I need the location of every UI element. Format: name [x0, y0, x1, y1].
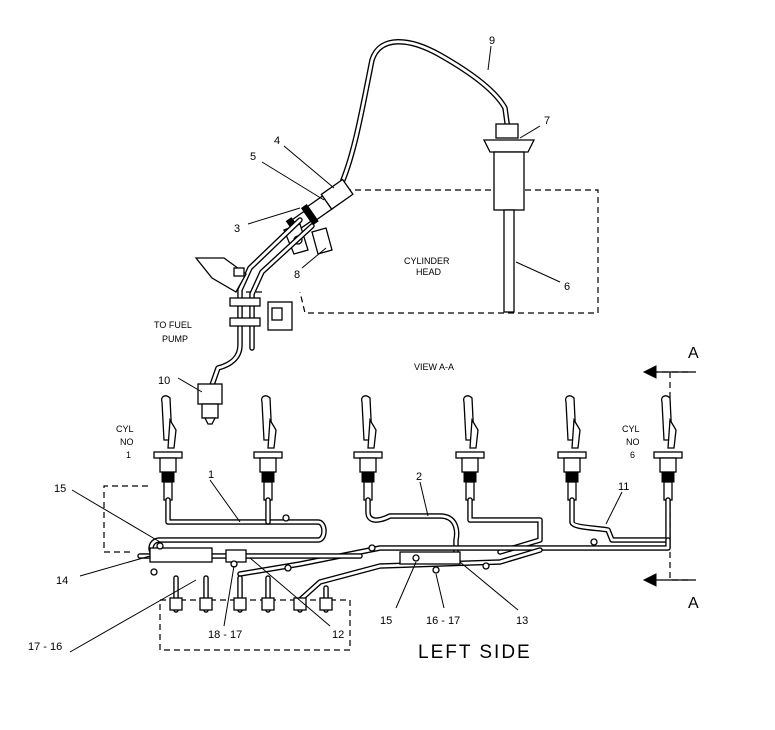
callout-labels: 9 7 4 5 3 8 6 10 1 2 11 15 14 17 - 16 18…	[28, 35, 629, 653]
bolt-15b	[412, 554, 420, 562]
to-fuel-pump-label-line1: TO FUEL	[154, 320, 192, 330]
section-a-bottom-label: A	[688, 595, 699, 612]
bracket-clamp-a	[229, 297, 261, 307]
bolt-c	[482, 562, 490, 570]
cyl-1-label-line3: 1	[126, 450, 131, 460]
cyl-6-label-line1: CYL	[622, 424, 640, 434]
callout-15-right: 15	[380, 615, 392, 627]
adapter-7-body	[493, 151, 525, 211]
injector-cyl-6	[653, 395, 683, 501]
callout-9: 9	[489, 35, 495, 47]
section-arrow-bottom-head	[642, 573, 657, 587]
leader-lines	[69, 45, 623, 653]
bolt-17	[150, 568, 158, 576]
fuel-line-9-inner	[341, 40, 510, 182]
callout-1: 1	[208, 469, 214, 481]
main-line-upper-inner	[238, 538, 670, 576]
fitting-10-body	[197, 383, 223, 405]
cylinder-head-label-line2: HEAD	[416, 267, 442, 277]
view-aa-drawing	[194, 39, 599, 425]
callout-6: 6	[564, 281, 570, 293]
clamp-block-12	[225, 549, 247, 563]
bolt-d	[590, 538, 598, 546]
bracket-clamp-b	[229, 317, 261, 327]
clamp-block-13	[399, 551, 461, 565]
main-line-lower-inner	[298, 548, 542, 602]
callout-14: 14	[56, 575, 68, 587]
injector-cyl-2	[253, 395, 283, 501]
fuel-line-2-inner	[366, 498, 458, 558]
to-fuel-pump-label-line2: PUMP	[162, 334, 188, 344]
diagram-labels: CYLINDER HEAD TO FUEL PUMP VIEW A-A CYL …	[116, 256, 699, 663]
bracket-clamp-c	[233, 267, 245, 277]
injector-cyl-4	[455, 395, 485, 501]
injector-cyl-5	[557, 395, 587, 501]
callout-10: 10	[158, 375, 170, 387]
fuel-line-to-pump-inner	[210, 218, 302, 387]
callout-5: 5	[250, 151, 256, 163]
nozzle-6	[503, 209, 515, 313]
callout-4: 4	[274, 135, 280, 147]
callout-12: 12	[332, 629, 344, 641]
cyl-6-label-line2: NO	[626, 437, 640, 447]
fitting-10-nut	[201, 403, 219, 419]
callout-16-17: 16 - 17	[426, 615, 460, 627]
bolt-16	[432, 566, 440, 574]
section-arrow-top-head	[642, 365, 657, 379]
cylinder-head-outline	[238, 189, 599, 314]
bolt-e	[282, 514, 290, 522]
view-aa-label: VIEW A-A	[414, 362, 454, 372]
fitting-10-tip	[203, 417, 217, 425]
left-side-drawing	[103, 365, 696, 651]
fuel-line-9	[340, 39, 511, 183]
callout-17-16: 17 - 16	[28, 641, 62, 653]
fuel-line-11-inner	[570, 498, 670, 542]
adapter-7-nut	[495, 123, 519, 139]
cylinder-head-label-line1: CYLINDER	[404, 256, 450, 266]
fuel-line-cyl4-inner	[468, 498, 542, 554]
injector-cyl-3	[353, 395, 383, 501]
callout-2: 2	[416, 471, 422, 483]
section-a-top-label: A	[688, 345, 699, 362]
callout-7: 7	[544, 115, 550, 127]
adapter-7-flange	[482, 139, 536, 153]
bolt-b	[368, 544, 376, 552]
bolt-15a	[156, 542, 164, 550]
fuel-pump-outline	[159, 599, 351, 651]
callout-18-17: 18 - 17	[208, 629, 242, 641]
pump-outlets	[169, 575, 333, 613]
fuel-line-11	[569, 497, 671, 543]
callout-13: 13	[516, 615, 528, 627]
callout-8: 8	[294, 269, 300, 281]
callout-11: 11	[618, 481, 629, 493]
engine-block-outline	[103, 485, 148, 553]
bracket-block-inner	[271, 307, 283, 321]
cyl-1-label-line2: NO	[120, 437, 134, 447]
clamp-block-14	[149, 547, 213, 563]
injector-cyl-1	[153, 395, 183, 501]
callout-15-left: 15	[54, 483, 66, 495]
cyl-6-label-line3: 6	[630, 450, 635, 460]
left-side-label: LEFT SIDE	[418, 642, 532, 663]
callout-3: 3	[234, 223, 240, 235]
cyl-1-label-line1: CYL	[116, 424, 134, 434]
mount-bracket	[194, 257, 247, 293]
bolt-a	[284, 564, 292, 572]
